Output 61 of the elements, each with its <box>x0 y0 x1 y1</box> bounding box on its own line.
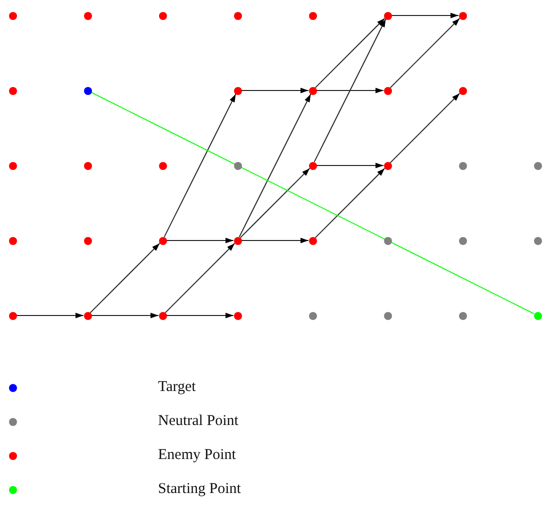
point-dot <box>308 312 316 320</box>
connecting-line <box>90 92 534 314</box>
arrow <box>390 18 460 88</box>
point-dot <box>234 312 242 320</box>
arrow <box>241 238 309 244</box>
point-dot <box>458 312 466 320</box>
arrow <box>166 238 234 244</box>
point-dot <box>234 86 242 94</box>
point-dot <box>84 86 92 94</box>
point-dot <box>84 312 92 320</box>
point-dot <box>534 312 542 320</box>
arrow <box>238 94 312 238</box>
legend-label: Target <box>158 378 196 396</box>
point-dot <box>308 12 316 20</box>
point-dot <box>534 162 542 170</box>
point-dot <box>308 162 316 170</box>
point-dot <box>8 312 16 320</box>
point-dot <box>158 312 166 320</box>
arrow <box>391 12 459 18</box>
point-dot <box>384 312 392 320</box>
point-dot <box>308 236 316 244</box>
point-dot <box>158 236 166 244</box>
arrow <box>90 242 160 314</box>
arrow <box>164 94 236 238</box>
point-dot <box>84 12 92 20</box>
point-dot <box>384 12 392 20</box>
point-dot <box>234 162 242 170</box>
arrow <box>314 168 386 238</box>
point-dot <box>84 236 92 244</box>
arrow <box>16 312 84 318</box>
point-dot <box>458 162 466 170</box>
point-dot <box>234 12 242 20</box>
point-dot <box>384 162 392 170</box>
arrow <box>316 162 384 168</box>
point-dot <box>458 12 466 20</box>
legend-label: Neutral Point <box>158 412 238 430</box>
arrow <box>164 242 236 314</box>
arrow <box>241 88 309 94</box>
point-dot <box>458 86 466 94</box>
arrow <box>390 92 460 164</box>
point-dot <box>84 162 92 170</box>
arrow <box>166 312 234 318</box>
arrow <box>316 88 384 94</box>
point-dot <box>8 86 16 94</box>
point-dot <box>158 162 166 170</box>
legend-label: Starting Point <box>158 480 241 498</box>
point-dot <box>234 236 242 244</box>
point-dot <box>8 236 16 244</box>
point-dot <box>384 86 392 94</box>
point-dot <box>458 236 466 244</box>
point-dot <box>308 86 316 94</box>
legend-label: Enemy Point <box>158 446 236 464</box>
point-dot <box>8 12 16 20</box>
arrow <box>91 312 159 318</box>
point-dot <box>384 236 392 244</box>
point-dot <box>534 236 542 244</box>
arrow <box>314 18 386 88</box>
arrow <box>240 168 310 238</box>
arrow <box>314 18 386 162</box>
point-dot <box>8 162 16 170</box>
point-dot <box>158 12 166 20</box>
